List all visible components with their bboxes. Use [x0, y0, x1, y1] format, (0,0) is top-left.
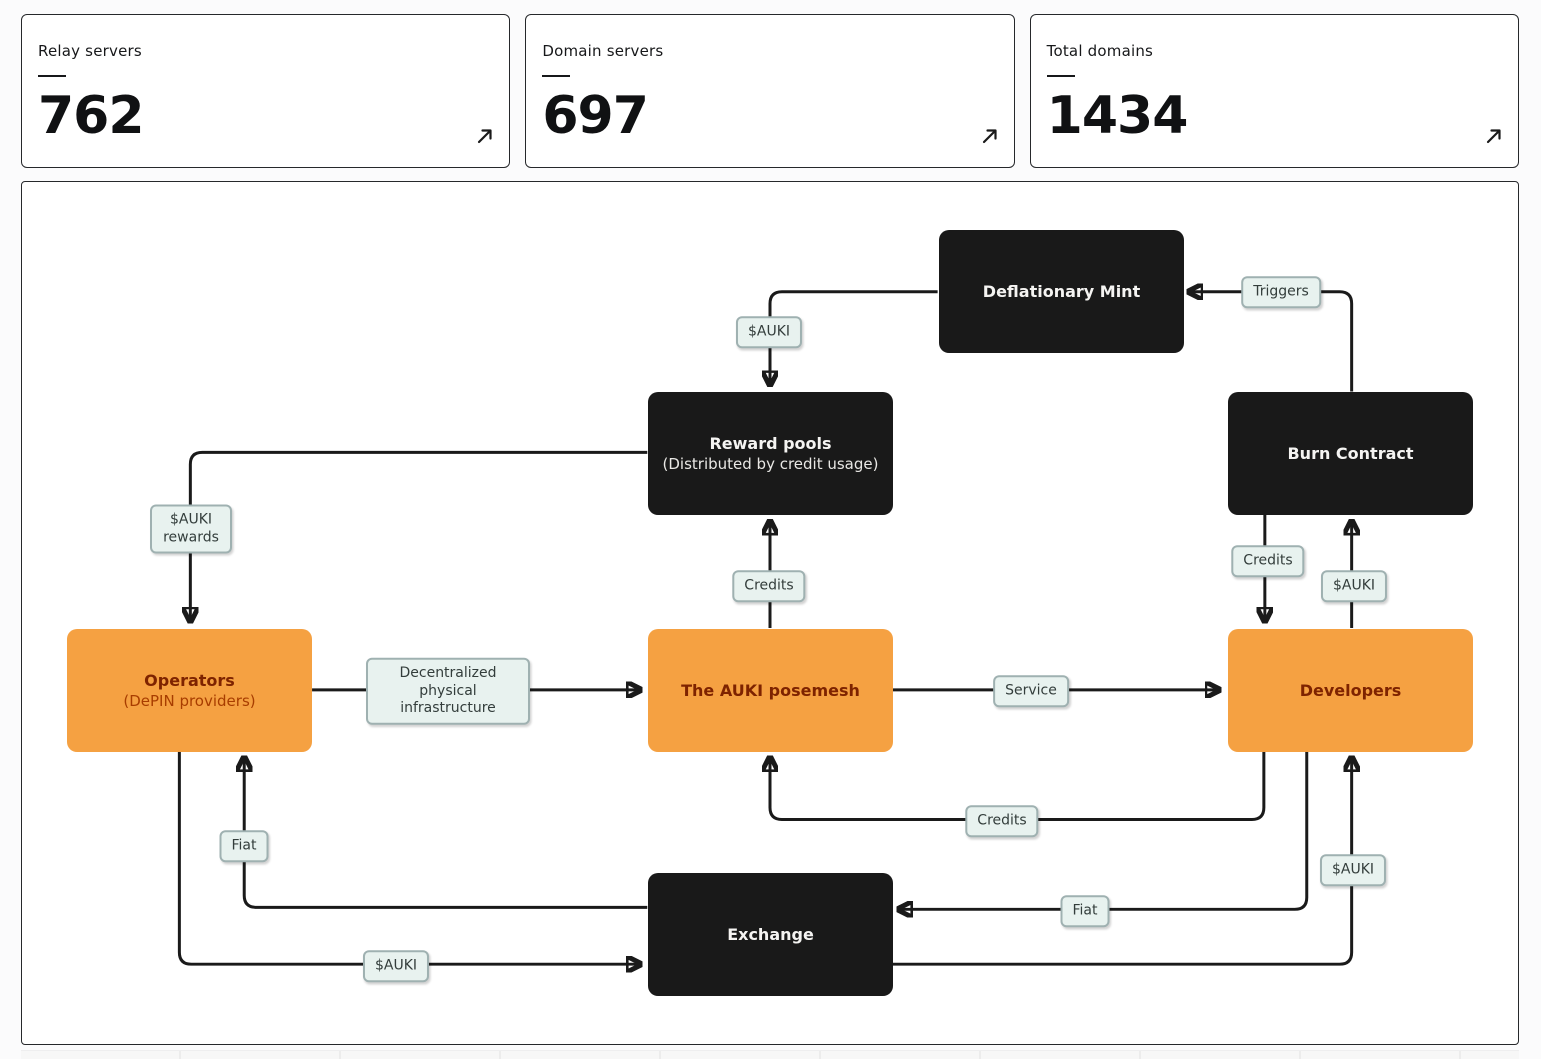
edge-label-auki-developers-to-burn: $AUKI — [1320, 570, 1388, 602]
node-burn-contract: Burn Contract — [1228, 392, 1473, 515]
stat-underline — [1046, 75, 1075, 77]
stat-value: 1434 — [1046, 86, 1189, 146]
stat-value: 697 — [542, 86, 649, 146]
edge-label-auki-rewards: $AUKI rewards — [150, 504, 232, 554]
node-title: Burn Contract — [1287, 443, 1414, 463]
node-auki-posemesh: The AUKI posemesh — [648, 629, 893, 752]
edge-deflationary-mint-to-reward-pools — [770, 290, 938, 384]
below-fold-table-hint — [21, 1050, 1519, 1059]
node-title: Exchange — [727, 924, 814, 944]
edge-label-credits-burn-to-developers: Credits — [1231, 545, 1305, 577]
node-subtitle: (DePIN providers) — [123, 691, 256, 710]
edge-label-depin-infrastructure: Decentralized physical infrastructure — [366, 657, 530, 725]
arrow-up-right-icon[interactable] — [980, 126, 1000, 146]
stat-label: Relay servers — [38, 42, 142, 60]
stat-underline — [542, 75, 571, 77]
stat-card-relay-servers[interactable]: Relay servers 762 — [21, 14, 511, 168]
node-developers: Developers — [1228, 629, 1473, 752]
edge-burn-contract-to-deflationary-mint — [1190, 292, 1354, 392]
stat-underline — [38, 75, 66, 77]
edge-label-fiat-exchange-to-operators: Fiat — [219, 830, 269, 862]
node-deflationary-mint: Deflationary Mint — [939, 230, 1184, 353]
edge-label-auki-exchange-to-developers: $AUKI — [1319, 854, 1387, 886]
node-title: Reward pools — [709, 434, 832, 454]
edge-label-triggers: Triggers — [1241, 276, 1321, 308]
edge-label-service: Service — [993, 675, 1069, 707]
edge-label-auki-operators-to-exchange: $AUKI — [362, 950, 430, 982]
node-subtitle: (Distributed by credit usage) — [662, 454, 879, 473]
node-reward-pools: Reward pools (Distributed by credit usag… — [648, 392, 893, 515]
edge-label-credits-posemesh-to-pools: Credits — [732, 570, 806, 602]
stat-value: 762 — [38, 86, 145, 146]
edge-label-credits-developers-to-posemesh: Credits — [965, 805, 1039, 837]
edge-label-auki-mint-to-pools: $AUKI — [735, 316, 803, 348]
tokenomics-diagram: Deflationary Mint Reward pools (Distribu… — [21, 181, 1519, 1045]
node-title: Deflationary Mint — [982, 281, 1141, 301]
stat-label: Total domains — [1046, 42, 1154, 60]
edge-label-fiat-developers-to-exchange: Fiat — [1060, 895, 1110, 927]
node-title: Operators — [144, 671, 235, 691]
edge-developers-to-exchange — [900, 750, 1309, 910]
arrow-up-right-icon[interactable] — [1484, 126, 1504, 146]
stat-card-domain-servers[interactable]: Domain servers 697 — [525, 14, 1015, 168]
node-operators: Operators (DePIN providers) — [67, 629, 312, 752]
arrow-up-right-icon[interactable] — [475, 126, 495, 146]
edge-operators-to-exchange — [177, 750, 639, 965]
node-title: The AUKI posemesh — [681, 680, 860, 700]
node-exchange: Exchange — [648, 873, 893, 996]
edge-exchange-to-developers — [891, 759, 1352, 966]
edge-reward-pools-to-operators — [190, 450, 648, 620]
edge-exchange-to-operators — [244, 759, 648, 909]
stat-card-total-domains[interactable]: Total domains 1434 — [1029, 14, 1519, 168]
node-title: Developers — [1299, 680, 1402, 700]
stat-label: Domain servers — [542, 42, 664, 60]
stats-row: Relay servers 762 Domain servers 697 Tot… — [21, 14, 1519, 168]
